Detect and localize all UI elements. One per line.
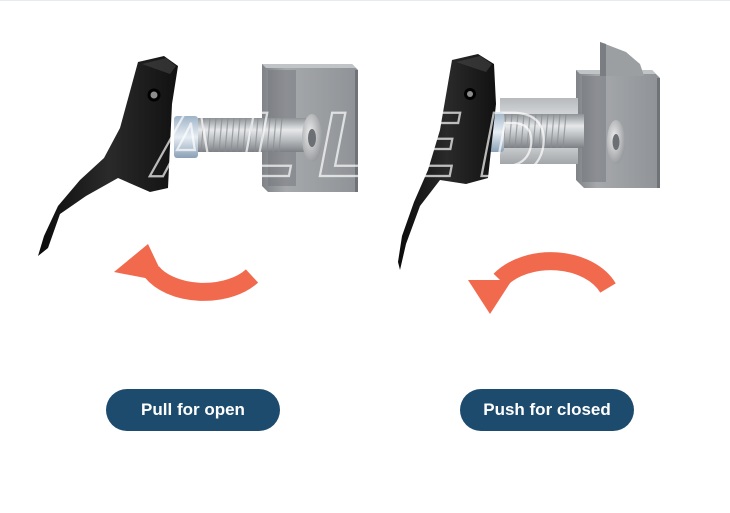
- pull-for-open-button[interactable]: Pull for open: [106, 389, 280, 431]
- left-latch-assembly: [38, 56, 358, 256]
- left-lever-handle: [38, 56, 178, 256]
- curved-arrow-icon: [468, 252, 616, 314]
- curved-arrow-icon: [114, 244, 259, 301]
- push-for-closed-button[interactable]: Push for closed: [460, 389, 634, 431]
- watermark-text: ALLED: [150, 94, 569, 196]
- right-lever-handle: [398, 54, 496, 270]
- top-divider: [0, 0, 730, 1]
- right-latch-assembly: [398, 42, 660, 270]
- right-block: [576, 42, 660, 188]
- left-ferrule: [174, 116, 198, 158]
